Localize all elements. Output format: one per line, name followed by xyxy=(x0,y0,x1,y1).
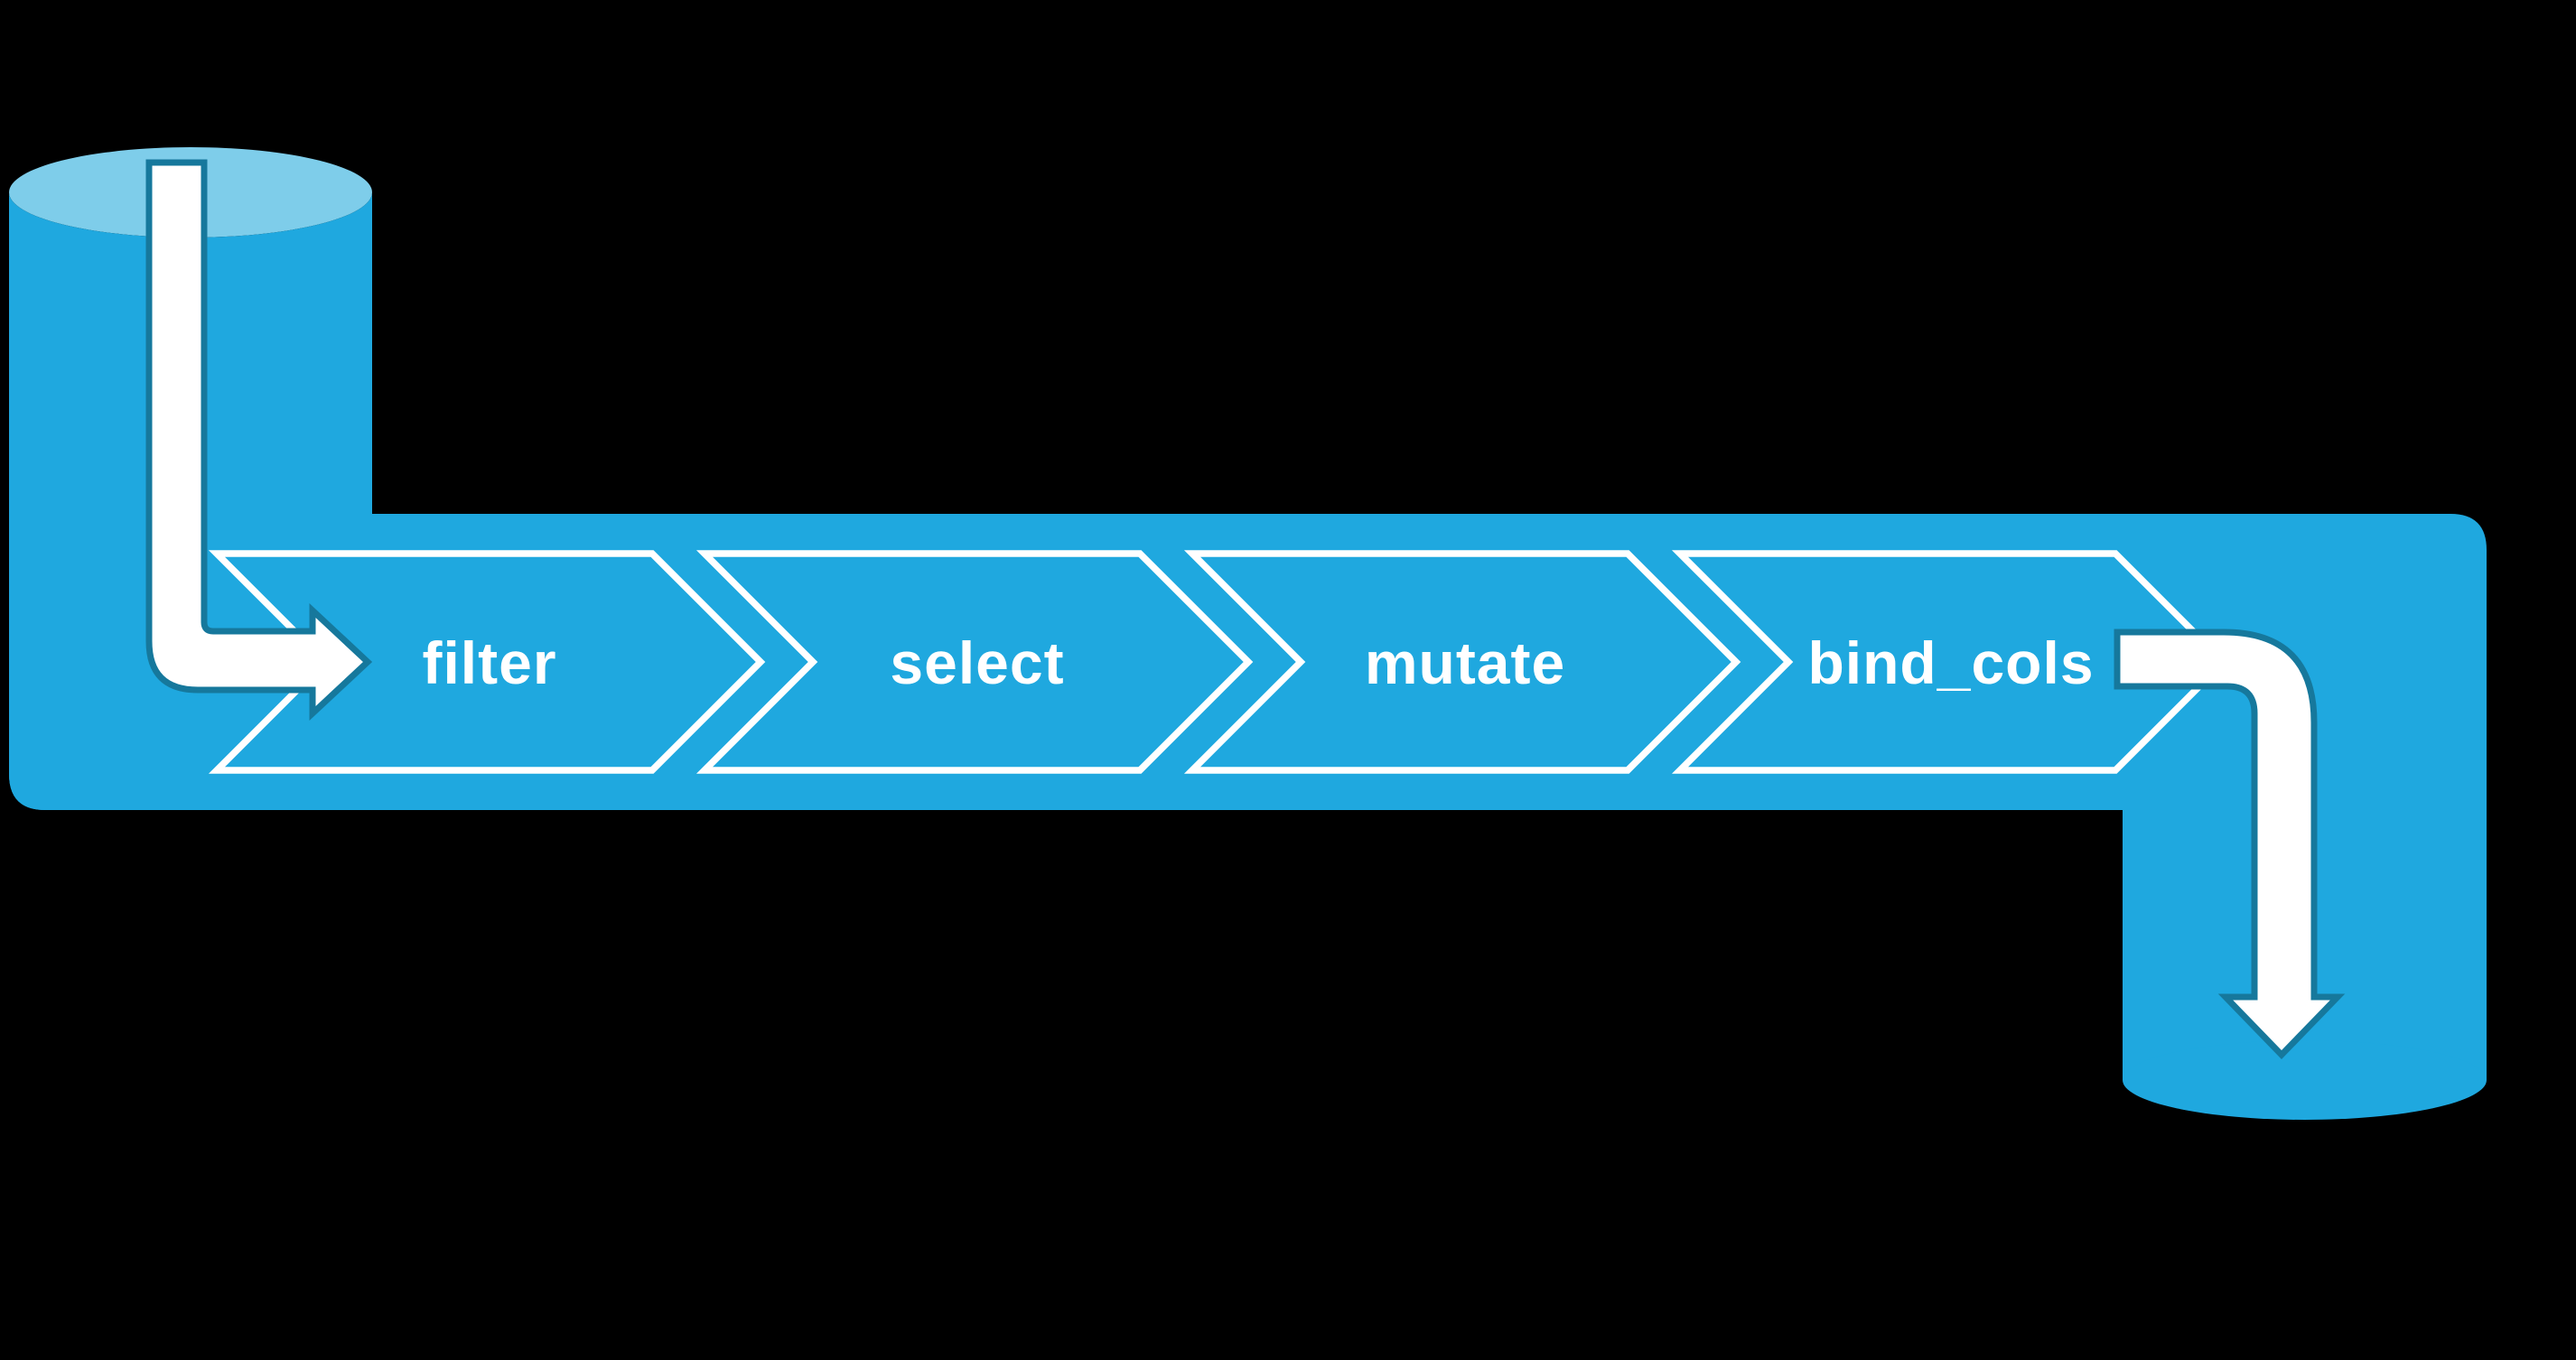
step-label-mutate: mutate xyxy=(1365,629,1565,696)
bent-arrow-down-icon xyxy=(2114,629,2346,1060)
step-chevron-select xyxy=(695,550,1254,774)
step-label-bind-cols: bind_cols xyxy=(1807,629,2094,696)
step-label-filter: filter xyxy=(422,629,556,696)
bent-arrow-right-icon xyxy=(145,159,373,722)
step-chevron-bind-cols xyxy=(1671,550,2229,774)
step-chevron-mutate xyxy=(1183,550,1741,774)
step-label-select: select xyxy=(890,629,1064,696)
sink-cylinder-bottom xyxy=(2123,1040,2487,1120)
